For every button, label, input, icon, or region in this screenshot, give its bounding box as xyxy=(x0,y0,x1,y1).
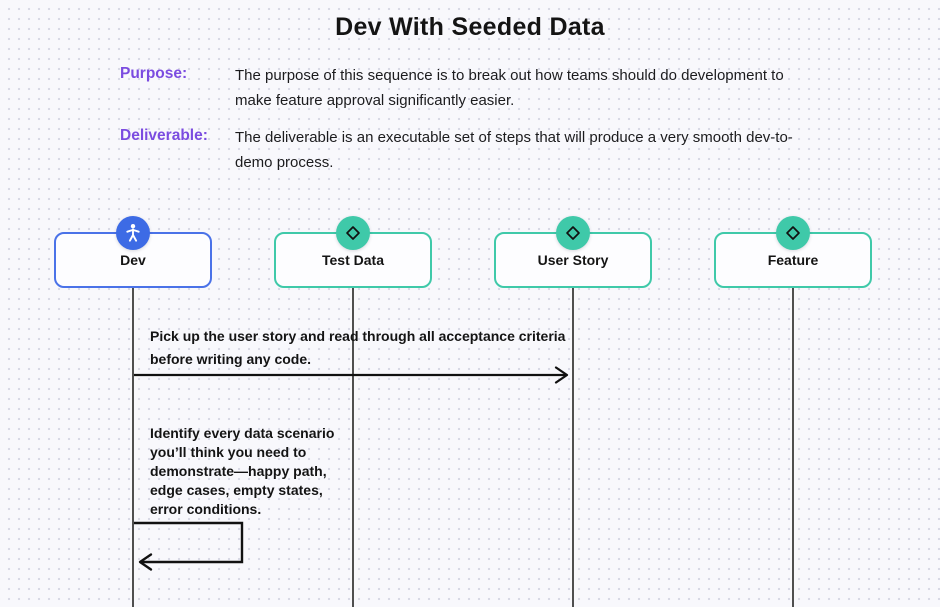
diamond-icon xyxy=(566,226,580,240)
message-arrow-dev-self-loop xyxy=(134,521,244,571)
actor-label-test-data: Test Data xyxy=(322,252,384,268)
actor-box-test-data: Test Data xyxy=(274,232,432,288)
actor-badge-feature xyxy=(776,216,810,250)
deliverable-label: Deliverable: xyxy=(120,127,208,144)
actor-badge-dev xyxy=(116,216,150,250)
actor-badge-test-data xyxy=(336,216,370,250)
purpose-text: The purpose of this sequence is to break… xyxy=(235,67,784,109)
diamond-icon xyxy=(786,226,800,240)
actor-label-user-story: User Story xyxy=(537,252,609,268)
page-title: Dev With Seeded Data xyxy=(335,13,605,41)
deliverable-text: The deliverable is an executable set of … xyxy=(235,129,793,171)
actor-label-dev: Dev xyxy=(120,252,146,268)
purpose-label: Purpose: xyxy=(120,65,188,82)
arrowhead-left-icon xyxy=(138,553,153,571)
message-text-pick-up-user-story: Pick up the user story and read through … xyxy=(150,328,566,367)
person-icon xyxy=(126,224,140,242)
diamond-icon xyxy=(346,226,360,240)
actor-label-feature: Feature xyxy=(767,252,819,268)
message-text-identify-data-scenarios: Identify every data scenario you’ll thin… xyxy=(150,425,335,517)
actor-badge-user-story xyxy=(556,216,590,250)
